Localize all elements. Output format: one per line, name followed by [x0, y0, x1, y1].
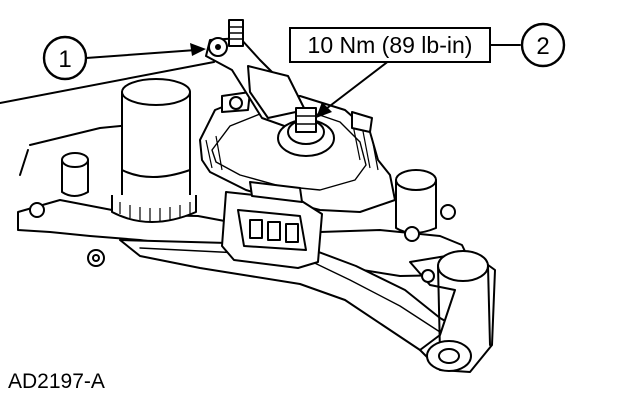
figure-id: AD2197-A [8, 370, 105, 393]
output-shaft-nut [277, 107, 335, 157]
motor-canister [111, 78, 197, 223]
right-bushing [395, 169, 456, 242]
leader-lines [85, 43, 521, 118]
torque-spec-box: 10 Nm (89 lb-in) [289, 27, 491, 63]
callout-2: 2 [520, 22, 566, 68]
callout-1: 1 [42, 35, 88, 81]
callout-1-label: 1 [58, 46, 71, 73]
callout-2-label: 2 [536, 33, 549, 60]
electrical-connector [221, 181, 323, 269]
left-post [61, 152, 89, 197]
torque-spec-text: 10 Nm (89 lb-in) [308, 32, 473, 58]
